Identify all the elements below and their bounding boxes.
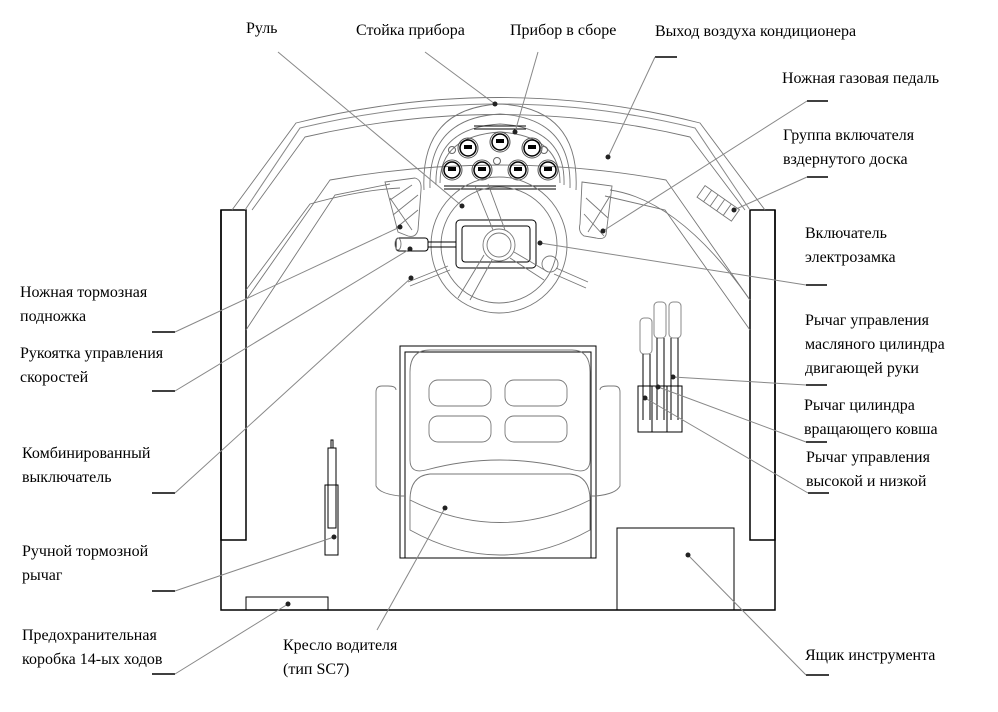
leaders xyxy=(152,51,829,676)
label-ignition-switch: Включатель электрозамка xyxy=(805,225,896,266)
label-switch-group: Группа включателя вздернутого доска xyxy=(783,127,915,168)
left-pillar xyxy=(220,209,247,541)
control-levers xyxy=(637,301,683,433)
right-pillar xyxy=(749,209,776,541)
label-driver-seat: Кресло водителя (тип SC7) xyxy=(283,637,398,678)
switch-group xyxy=(696,184,741,222)
gauge-icon xyxy=(471,159,493,181)
gauge-icon xyxy=(457,137,479,159)
combo-switch xyxy=(407,265,451,287)
air-vent-left xyxy=(384,177,422,237)
gauge-icon xyxy=(537,159,559,181)
label-bucket-cylinder-lever: Рычаг цилиндра вращающего ковша xyxy=(804,397,938,438)
air-vent-right xyxy=(579,181,613,240)
label-range-lever: Рычаг управления высокой и низкой xyxy=(806,449,930,490)
hand-brake-lever xyxy=(324,439,339,556)
label-gas-pedal: Ножная газовая педаль xyxy=(782,70,940,87)
instrument-cluster xyxy=(423,103,577,191)
label-steering-wheel: Руль xyxy=(246,20,278,37)
speed-handle xyxy=(394,237,456,252)
tool-box xyxy=(616,527,735,611)
cab-outline xyxy=(220,209,776,611)
gauge-icon xyxy=(441,159,463,181)
driver-seat xyxy=(375,345,621,559)
indicator-light-icon xyxy=(493,157,501,165)
label-hand-brake: Ручной тормозной рычаг xyxy=(22,543,149,584)
label-arm-cylinder-lever: Рычаг управления масляного цилиндра двиг… xyxy=(805,312,945,377)
label-instrument-stand: Стойка прибора xyxy=(356,22,465,39)
indicator-light-icon xyxy=(540,146,548,154)
label-brake-pedal: Ножная тормозная подножка xyxy=(20,284,148,325)
steering-wheel xyxy=(430,176,589,314)
fuse-box xyxy=(245,596,329,611)
label-tool-box: Ящик инструмента xyxy=(805,647,936,664)
label-ac-air-outlet: Выход воздуха кондиционера xyxy=(655,23,857,40)
gauge-icon xyxy=(507,159,529,181)
indicator-light-icon xyxy=(448,146,456,154)
label-combo-switch: Комбинированный выключатель xyxy=(22,445,151,486)
label-speed-handle: Рукоятка управления скоростей xyxy=(20,345,164,386)
label-fuse-box: Предохранительная коробка 14-ых ходов xyxy=(22,627,163,668)
gauge-icon xyxy=(489,131,511,153)
label-instrument-assembly: Прибор в сборе xyxy=(510,22,617,39)
gauge-icon xyxy=(521,137,543,159)
